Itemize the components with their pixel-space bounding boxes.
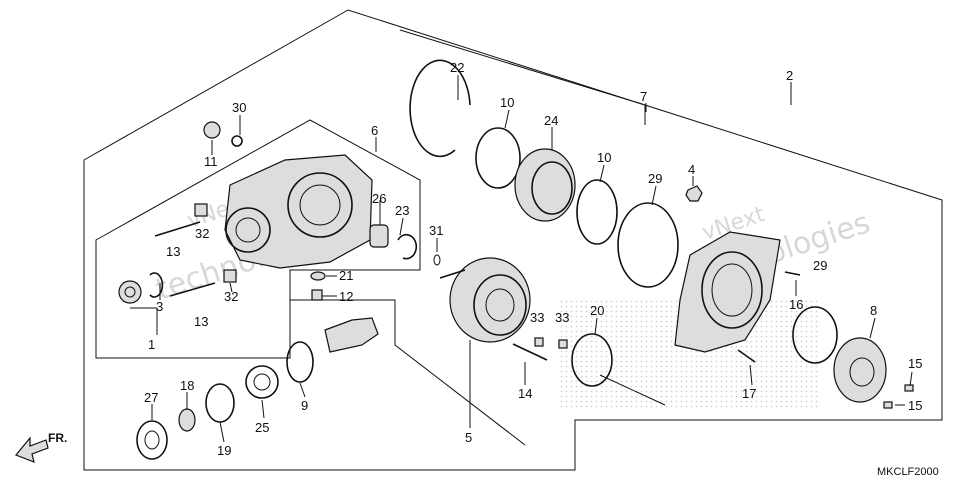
callout-2: 2 xyxy=(786,68,793,83)
bearing-part-26 xyxy=(369,224,441,266)
plate-part-8 xyxy=(792,306,914,409)
o-ring-part-20 xyxy=(571,333,613,387)
callout-27: 27 xyxy=(144,390,158,405)
plug-parts xyxy=(310,271,326,301)
callout-22: 22 xyxy=(450,60,464,75)
callout-19: 19 xyxy=(217,443,231,458)
bearing-part-1 xyxy=(118,272,164,304)
front-direction-label: FR. xyxy=(48,431,67,445)
callout-16: 16 xyxy=(789,297,803,312)
callout-13a: 13 xyxy=(166,244,180,259)
bolt-parts-16-17 xyxy=(737,271,801,363)
callout-26: 26 xyxy=(372,191,386,206)
outer-assembly-frame xyxy=(83,9,943,471)
callout-31: 31 xyxy=(429,223,443,238)
callout-1: 1 xyxy=(148,337,155,352)
callout-8: 8 xyxy=(870,303,877,318)
leader-lines xyxy=(130,75,913,443)
case-sub-frame xyxy=(95,119,421,359)
callout-14: 14 xyxy=(518,386,532,401)
callout-18: 18 xyxy=(180,378,194,393)
ring-gear-part-5 xyxy=(439,257,531,343)
lower-sub-frame xyxy=(290,299,526,446)
callout-11: 11 xyxy=(204,154,218,169)
front-direction-arrow xyxy=(15,436,49,463)
callout-21: 21 xyxy=(339,268,353,283)
callout-30: 30 xyxy=(232,100,246,115)
callout-10a: 10 xyxy=(500,95,514,110)
callout-33b: 33 xyxy=(555,310,569,325)
callout-labels: 1 2 3 4 5 6 7 8 9 10 10 11 12 13 13 14 1… xyxy=(144,60,922,458)
gear-sub-frame xyxy=(399,29,646,125)
stud-part-14 xyxy=(512,337,568,361)
callout-20: 20 xyxy=(590,303,604,318)
callout-13b: 13 xyxy=(194,314,208,329)
parts xyxy=(15,59,914,463)
callout-6: 6 xyxy=(371,123,378,138)
diagram-reference-code: MKCLF2000 xyxy=(877,466,939,478)
bearing-holder-part-7 xyxy=(674,231,781,353)
callout-10b: 10 xyxy=(597,150,611,165)
callout-24: 24 xyxy=(544,113,558,128)
callout-29b: 29 xyxy=(813,258,827,273)
callout-33a: 33 xyxy=(530,310,544,325)
nut-part-4 xyxy=(685,185,703,202)
gear-case-part-6 xyxy=(224,154,373,269)
callout-32a: 32 xyxy=(195,226,209,241)
callout-15a: 15 xyxy=(908,356,922,371)
ring-parts xyxy=(409,59,679,288)
callout-23: 23 xyxy=(395,203,409,218)
callout-12: 12 xyxy=(339,289,353,304)
callout-9: 9 xyxy=(301,398,308,413)
callout-32b: 32 xyxy=(224,289,238,304)
seal-part-11 xyxy=(203,121,243,147)
callout-5: 5 xyxy=(465,430,472,445)
assembly-frames xyxy=(83,9,943,471)
callout-17: 17 xyxy=(742,386,756,401)
pinion-shaft xyxy=(136,317,379,460)
callout-15b: 15 xyxy=(908,398,922,413)
callout-4: 4 xyxy=(688,162,695,177)
callout-29a: 29 xyxy=(648,171,662,186)
stud-bolt-parts-13 xyxy=(154,203,237,297)
callout-3: 3 xyxy=(156,299,163,314)
callout-25a: 25 xyxy=(255,420,269,435)
callout-7: 7 xyxy=(640,89,647,104)
